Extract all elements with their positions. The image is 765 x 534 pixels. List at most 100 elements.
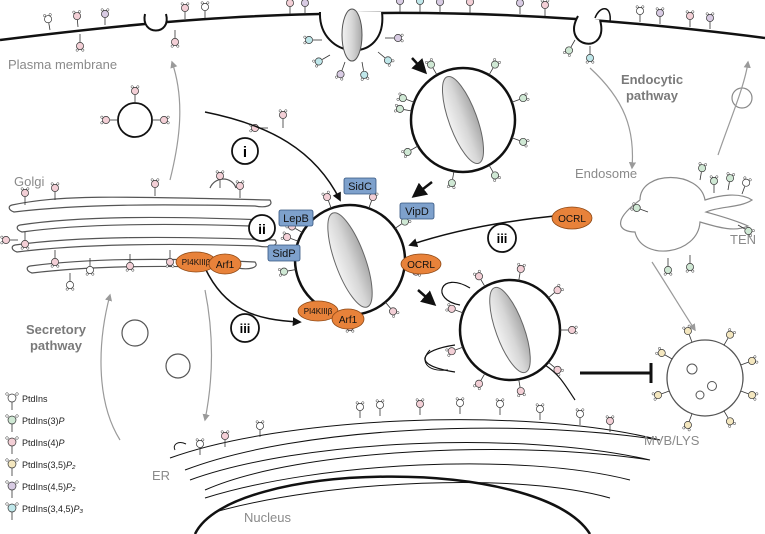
lipid-headgroup [737, 224, 755, 237]
lipid-headgroup [72, 10, 81, 28]
label-golgi: Golgi [14, 174, 44, 189]
lipid-headgroup [215, 170, 225, 188]
lipid-headgroup [200, 1, 210, 18]
gray-arrow-endosome-to-mvb [651, 261, 696, 332]
legend-item: PtdIns(3,4,5)P₃ [5, 502, 84, 520]
lipid-headgroup [377, 51, 395, 67]
lipid-headgroup [286, 0, 294, 14]
lipid-headgroup [723, 410, 736, 428]
legend-label: PtdIns(4)P [22, 438, 65, 448]
lipid-headgroup [125, 254, 135, 272]
lipid-headgroup [150, 178, 160, 196]
mvb-internal-vesicle-3 [695, 390, 705, 400]
inhibition-bar [580, 363, 653, 383]
legend-label: PtdIns(3,5)P₂ [22, 460, 76, 470]
lipid-headgroup [20, 232, 30, 250]
arrow-step-i [204, 111, 341, 202]
lipid-headgroup [705, 12, 715, 29]
phagocytic-cup-bacterium [341, 8, 363, 62]
label-mvb-lys: MVB/LYS [644, 433, 700, 448]
lipid-headgroup [385, 301, 400, 318]
effector-ocrl-vacuole: OCRL [400, 253, 442, 275]
lipid-headgroup [375, 399, 385, 416]
lipid-headgroup [65, 273, 75, 291]
lipid-headgroup [511, 92, 530, 103]
membrane-pit-right [573, 15, 603, 45]
gray-arrow-endocytic [589, 67, 637, 170]
label-endocytic-1: Endocytic [621, 72, 683, 87]
lipid-headgroup [303, 35, 322, 45]
lipid-headgroup [446, 171, 456, 190]
lipid-headgroup [415, 398, 425, 415]
er-sheets [169, 419, 661, 513]
vacuole-late [424, 278, 576, 401]
arrow-cup-to-vacuole [411, 57, 428, 75]
lipid-headgroup [100, 8, 110, 25]
lipid-headgroup [473, 373, 486, 391]
phosphoinositide-lipids [0, 0, 759, 455]
lipid-headgroup [585, 46, 595, 64]
lipid-headgroup [312, 54, 331, 68]
lipid-headgroup [709, 175, 719, 193]
lipid-headgroup [321, 190, 332, 209]
legend-label: PtdIns(4,5)P₂ [22, 482, 76, 492]
svg-text:i: i [243, 144, 247, 161]
svg-text:LepB: LepB [283, 213, 309, 225]
lipid-headgroup [511, 137, 530, 148]
lipid-headgroup [516, 0, 524, 14]
lipid-headgroup [651, 390, 670, 401]
svg-text:Arf1: Arf1 [216, 260, 235, 271]
arrow-center-to-late [417, 289, 437, 306]
lipid-headgroup [152, 115, 170, 125]
lipid-headgroup [655, 7, 665, 24]
lipid-headgroup [605, 415, 615, 432]
effector-sidc: SidC [343, 177, 377, 195]
lipid-headgroup [473, 269, 486, 287]
lipid-headgroup [235, 180, 245, 198]
step-iii-left-badge: iii [230, 313, 260, 343]
effector-vipd: VipD [399, 202, 435, 220]
step-iii-right-badge: iii [487, 223, 517, 253]
svg-text:OCRL: OCRL [407, 260, 435, 271]
lipid-headgroup [445, 346, 464, 357]
step-i-badge: i [231, 137, 259, 165]
endosome [620, 177, 754, 252]
lipid-headgroup [0, 235, 18, 245]
lipid-headgroup [548, 361, 564, 377]
lipid-headgroup [455, 397, 465, 414]
vacuole-early [409, 66, 517, 174]
lipid-headgroup [698, 162, 708, 181]
svg-text:PI4KIIIβ: PI4KIIIβ [182, 258, 211, 267]
lipid-headgroup [540, 0, 550, 16]
lipid-headgroup [740, 390, 759, 401]
lipid-headgroup [723, 328, 736, 346]
svg-text:SidC: SidC [348, 181, 372, 193]
legend-label: PtdIns(3)P [22, 416, 65, 426]
lipid-headgroup [220, 430, 230, 447]
lipid-headgroup [635, 5, 645, 22]
lipid-headgroup [278, 109, 288, 128]
svg-text:iii: iii [240, 321, 251, 336]
label-secretory-2: pathway [30, 338, 83, 353]
effector-pi4k-vacuole: PI4KIIIβ [297, 300, 339, 322]
lipid-headgroup [535, 403, 545, 420]
lipid-headgroup [335, 61, 346, 81]
lipid-headgroup [516, 262, 526, 281]
step-ii-badge: ii [248, 214, 276, 242]
lipid-headgroup [385, 33, 404, 43]
lipid-headgroup [396, 92, 415, 103]
lipid-headgroup [195, 438, 205, 455]
lipid-headgroup [170, 30, 180, 48]
svg-text:PI4KIIIβ: PI4KIIIβ [304, 307, 333, 316]
vesicle-secretory-2 [165, 353, 191, 379]
label-endocytic-2: pathway [626, 88, 679, 103]
lipid-headgroup [43, 13, 53, 31]
lipid-headgroup [488, 164, 501, 182]
legend-item: PtdIns [5, 392, 48, 410]
legend-item: PtdIns(4,5)P₂ [5, 480, 76, 498]
lipid-headgroup [85, 258, 95, 276]
lipid-headgroup [685, 255, 695, 273]
label-er: ER [152, 468, 170, 483]
